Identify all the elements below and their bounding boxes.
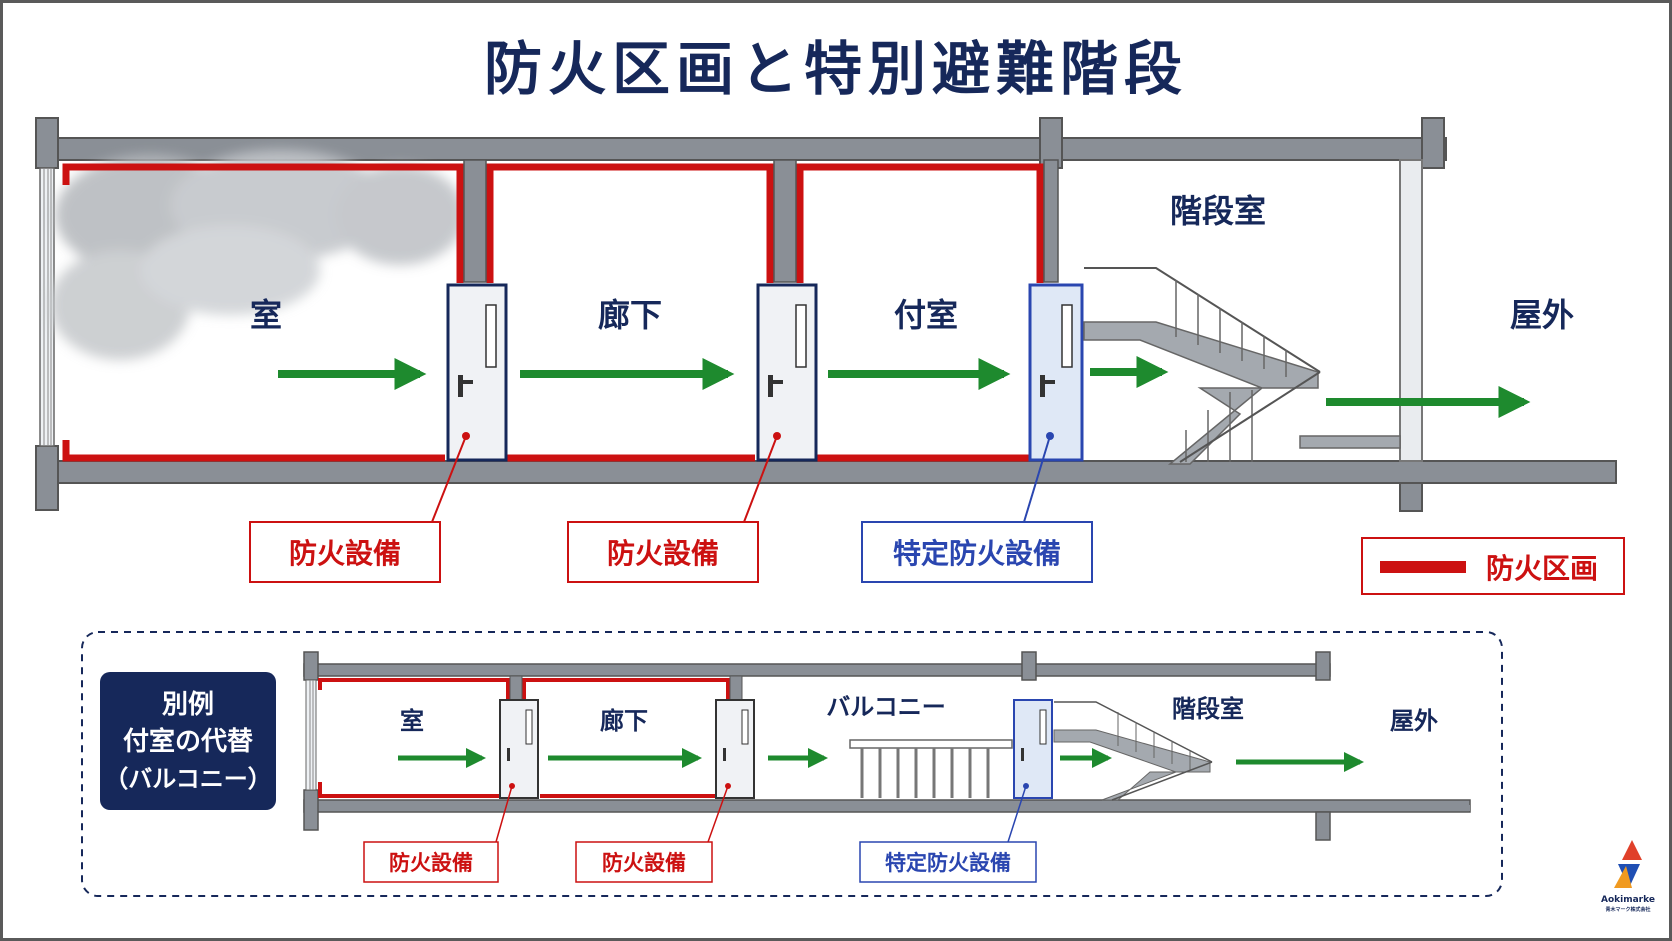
main-evacuation-arrows: [278, 356, 1531, 418]
alt-badge-line-3: （バルコニー）: [104, 765, 272, 793]
legend-label: 防火区画: [1486, 552, 1598, 585]
callout-box-2: [567, 521, 759, 583]
room-label-outside: 屋外: [1510, 296, 1574, 334]
alt-floor: [303, 799, 1471, 813]
alt-compartment-lines: [318, 678, 730, 798]
alt-evacuation-arrows: [398, 748, 1364, 772]
smoke-cloud: [50, 150, 465, 360]
leader-1: [431, 435, 467, 523]
main-left-cap-bottom: [35, 445, 59, 511]
room-label-stairwell: 階段室: [1170, 192, 1266, 230]
main-compartment-lines: [62, 163, 1044, 462]
door-2: [756, 283, 818, 462]
leader-2: [743, 435, 778, 523]
partition-post-2: [773, 159, 797, 283]
main-staircase: [1083, 267, 1401, 465]
main-floor: [35, 460, 1617, 484]
main-left-cap-top: [35, 117, 59, 169]
alt-callout-box-1: [363, 841, 499, 883]
callout-fire-equipment-2: 防火設備: [607, 537, 719, 570]
alt-door-1: [499, 699, 539, 799]
door-1: [446, 283, 508, 462]
page-title: 防火区画と特別避難階段: [483, 35, 1188, 103]
callout-box-1: [249, 521, 441, 583]
company-logo: Aokimarke 青木マーク株式会社: [1601, 840, 1655, 913]
alt-leader-1: [495, 785, 513, 843]
alt-room-label-room: 室: [400, 707, 424, 735]
alt-callout-box-3: [859, 841, 1037, 883]
legend-swatch: [1380, 561, 1466, 573]
alt-window: [305, 679, 317, 791]
main-exit-foot: [1399, 482, 1423, 512]
main-right-cap-top: [1421, 117, 1445, 169]
alt-door-2: [715, 699, 755, 799]
alt-column-top: [1021, 651, 1037, 681]
alt-room-label-balcony: バルコニー: [826, 693, 946, 721]
alt-partition-post-2: [729, 675, 743, 701]
alt-left-cap-bottom: [303, 789, 319, 831]
legend: 防火区画: [1361, 537, 1625, 595]
room-label-vestibule: 付室: [894, 296, 958, 334]
alt-dashed-frame: [81, 631, 1503, 897]
room-label-room: 室: [250, 296, 282, 334]
alt-badge-line-1: 別例: [162, 690, 214, 720]
alt-callout-box-2: [575, 841, 713, 883]
alt-right-cap-bottom: [1315, 811, 1331, 841]
callout-fire-equipment-1: 防火設備: [289, 537, 401, 570]
logo-name: Aokimarke: [1601, 895, 1655, 905]
alt-badge: [100, 672, 276, 810]
alt-ceiling: [303, 663, 1331, 677]
alt-room-label-outside: 屋外: [1390, 707, 1438, 735]
alt-room-label-corridor: 廊下: [600, 707, 648, 735]
alt-callout-fire-equipment-2: 防火設備: [602, 851, 686, 875]
alt-left-cap-top: [303, 651, 319, 681]
main-exit-wall: [1399, 159, 1423, 462]
logo-sub: 青木マーク株式会社: [1605, 906, 1650, 913]
leader-3: [1023, 435, 1051, 523]
alt-room-label-stairwell: 階段室: [1172, 695, 1244, 723]
partition-post-3: [1043, 159, 1059, 283]
alt-leader-2: [707, 785, 729, 843]
alt-staircase: [1053, 701, 1213, 801]
alt-callout-special-fire-equipment: 特定防火設備: [885, 851, 1011, 875]
alt-badge-line-2: 付室の代替: [123, 726, 253, 757]
door-3-special: [1028, 283, 1084, 462]
partition-post-1: [463, 159, 487, 283]
alt-partition-post-1: [509, 675, 523, 701]
callout-special-fire-equipment: 特定防火設備: [893, 537, 1061, 570]
main-section: 室 廊下 付室 階段室 屋外 防火設備 防火設備 特定防火設備 防火区画: [35, 117, 1625, 595]
alt-section: 別例 付室の代替 （バルコニー）: [81, 631, 1503, 897]
callout-box-3: [861, 521, 1093, 583]
alt-door-3-special: [1013, 699, 1053, 799]
room-label-corridor: 廊下: [598, 296, 662, 334]
alt-right-cap-top: [1315, 651, 1331, 681]
alt-callout-fire-equipment-1: 防火設備: [389, 851, 473, 875]
alt-leader-3: [1007, 785, 1027, 843]
alt-balcony-railing: [849, 739, 1013, 798]
